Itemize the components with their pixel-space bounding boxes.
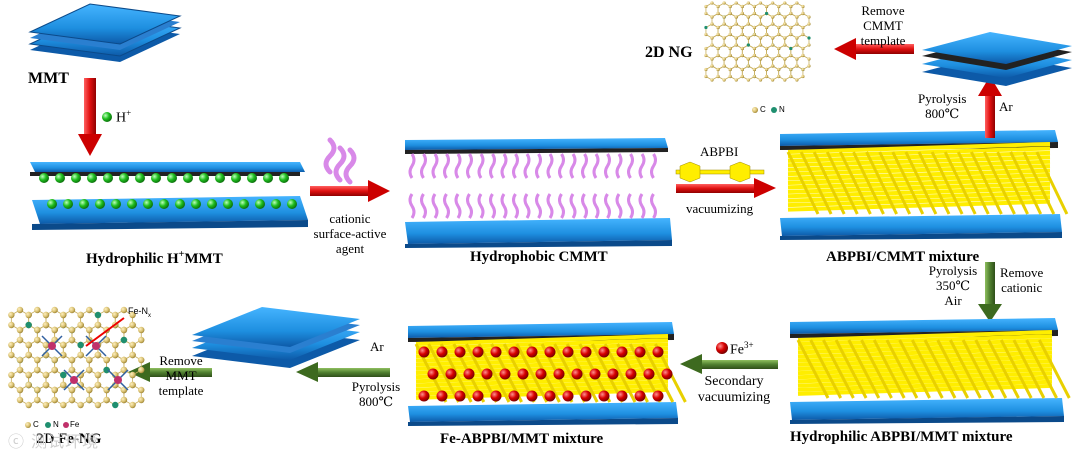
- ar-top-label: Ar: [999, 100, 1013, 115]
- mmt-layer-stack: [30, 4, 180, 62]
- ar-bottom-label: Ar: [370, 340, 384, 355]
- fe-abpbi-mmt-label: Fe-ABPBI/MMT mixture: [440, 431, 603, 448]
- mmt-label: MMT: [28, 70, 69, 88]
- fe3-label: Fe3+: [730, 340, 754, 359]
- remove-mmt-label: Remove MMT template: [150, 354, 212, 399]
- pyrolysis-350-label: Pyrolysis 350℃ Air: [924, 264, 982, 309]
- surfactant-tails: [410, 154, 656, 218]
- red-arrow-down-icon: [78, 78, 102, 156]
- ng-2d-label: 2D NG: [645, 44, 693, 62]
- hydrophilic-hmmt-layers: [30, 162, 308, 230]
- legend-n-dot: [771, 107, 777, 113]
- legend-c-dot: [752, 107, 758, 113]
- pyrolysis-800-top: Pyrolysis 800℃: [918, 92, 966, 122]
- hydrophilic-abpbi-mmt-label: Hydrophilic ABPBI/MMT mixture: [790, 429, 1013, 446]
- green-arrow-left-icon: [680, 354, 778, 374]
- abpbi-fill: [788, 144, 1067, 214]
- cationic-agent-icon: [326, 140, 354, 182]
- legend-c-label: C: [760, 105, 766, 114]
- hydrophobic-cmmt-label: Hydrophobic CMMT: [470, 249, 608, 266]
- abpbi-label: ABPBI: [700, 145, 738, 160]
- h-ion-icon: [102, 112, 112, 122]
- pyrolysis-800-bottom: Pyrolysis 800℃: [346, 380, 406, 410]
- remove-cmmt-label: Remove CMMT template: [848, 4, 918, 49]
- abpbi-molecule-icon: [676, 162, 764, 182]
- hydrophilic-hmmt-label: Hydrophilic H+MMT: [86, 249, 223, 268]
- watermark: ⓒ 测试环境: [8, 428, 99, 452]
- vacuumizing-label: vacuumizing: [686, 202, 753, 217]
- fe3-ion-icon: [716, 342, 728, 354]
- legend-n-label: N: [779, 105, 785, 114]
- cationic-agent-label: cationic surface-active agent: [300, 212, 400, 257]
- fe-ng-lattice: [8, 307, 144, 408]
- fe-nx-label: Fe-Nx: [128, 306, 151, 320]
- fe-abpbi-fill: [416, 336, 685, 402]
- remove-cationic-label: Remove cationic: [1000, 266, 1043, 296]
- ng-precursor-stack: [922, 32, 1072, 86]
- ng-lattice: [704, 1, 810, 81]
- h-plus-label: H+: [116, 108, 131, 127]
- abpbi-fill-2: [798, 332, 1069, 398]
- secondary-vacuumizing-label: Secondary vacuumizing: [684, 374, 784, 406]
- mmt-layer-stack-bottom: [192, 307, 360, 368]
